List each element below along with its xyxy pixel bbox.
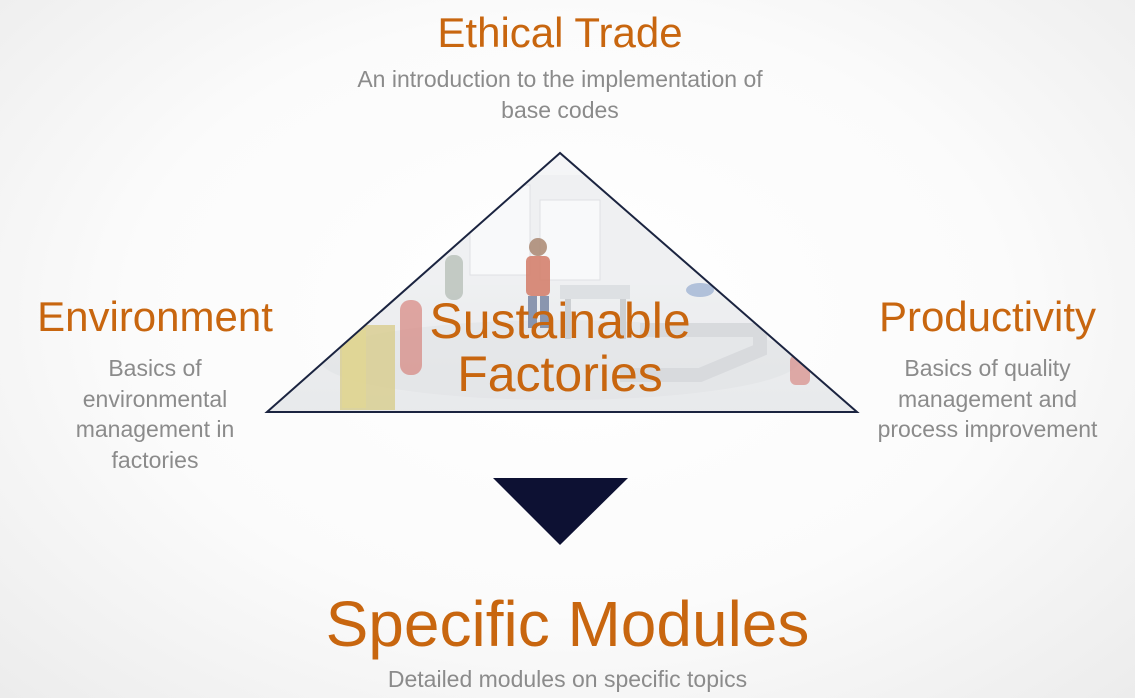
ethical-trade-description: An introduction to the implementation of…: [357, 66, 763, 123]
down-arrow-icon: [493, 478, 628, 545]
triangle-outline: [264, 151, 860, 413]
environment-title: Environment: [37, 293, 273, 340]
specific-modules-title: Specific Modules: [325, 588, 810, 660]
sustainable-factories-title: Sustainable Factories: [429, 293, 691, 402]
productivity-title: Productivity: [878, 293, 1097, 340]
specific-modules-description: Detailed modules on specific topics: [387, 666, 748, 692]
environment-description: Basics of environmental management in fa…: [75, 355, 235, 473]
productivity-description: Basics of quality management and process…: [877, 355, 1098, 443]
ethical-trade-title: Ethical Trade: [437, 9, 683, 56]
